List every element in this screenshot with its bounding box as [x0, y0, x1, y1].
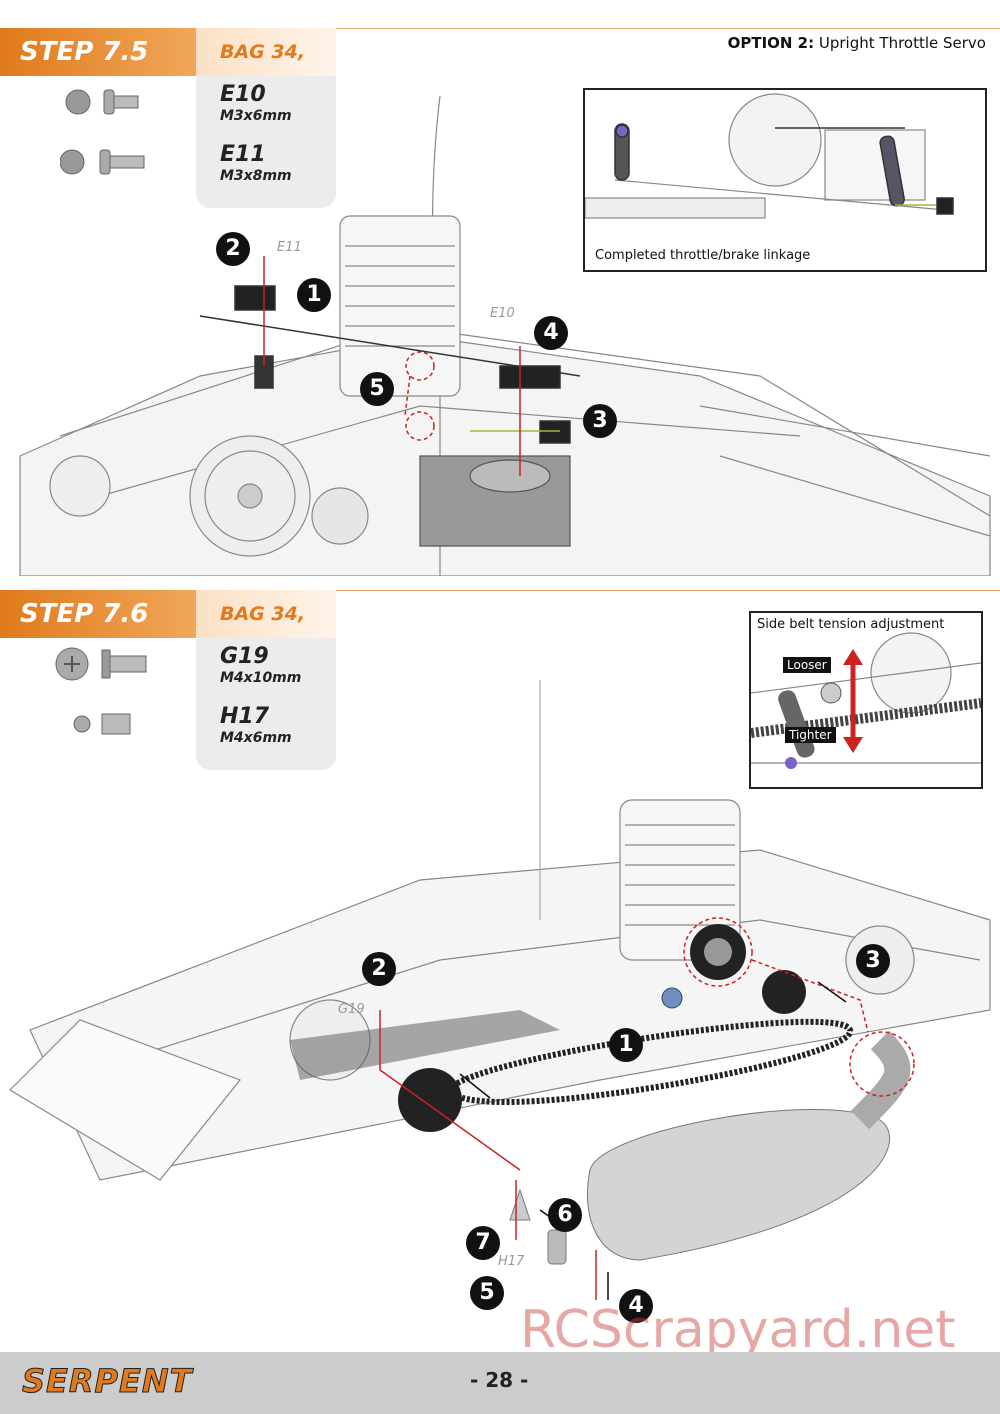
- callout-5: 5: [360, 372, 394, 406]
- part-tag: H17: [498, 1254, 525, 1269]
- hardware-size: M3x8mm: [220, 168, 292, 184]
- callout-4: 4: [619, 1289, 653, 1323]
- callout-4: 4: [534, 316, 568, 350]
- brand-logo: SERPENT: [21, 1362, 193, 1401]
- inset-caption: Completed throttle/brake linkage: [595, 248, 811, 263]
- hardware-code: E10: [220, 82, 266, 107]
- header-rule: [196, 28, 1000, 29]
- throttle-linkage-inset: Completed throttle/brake linkage: [583, 88, 987, 272]
- part-tag: E10: [490, 306, 515, 321]
- hardware-code: H17: [220, 704, 270, 729]
- inset-drawing: [751, 632, 981, 769]
- option-prefix: OPTION 2:: [727, 34, 815, 52]
- hardware-code: G19: [220, 644, 269, 669]
- looser-label: Looser: [783, 657, 831, 673]
- option-title: OPTION 2: Upright Throttle Servo: [728, 34, 986, 52]
- screw-icons: [55, 647, 147, 735]
- page-number: - 28 -: [470, 1368, 529, 1392]
- callout-5: 5: [470, 1276, 504, 1310]
- bag-label: BAG 34, G19: [196, 590, 336, 673]
- bag-label: BAG 34, G19: [196, 28, 336, 111]
- tighter-label: Tighter: [785, 727, 836, 743]
- callout-7: 7: [466, 1226, 500, 1260]
- step-title: STEP 7.5: [0, 28, 196, 76]
- chassis-drawing-exhaust: [9, 680, 991, 1300]
- hardware-size: M4x6mm: [220, 730, 292, 746]
- hardware-size: M4x10mm: [220, 670, 302, 686]
- hardware-size: M3x6mm: [220, 108, 292, 124]
- step-title: STEP 7.6: [0, 590, 196, 638]
- inset-title: Side belt tension adjustment: [757, 617, 945, 632]
- inset-drawing: [585, 93, 954, 219]
- part-tag: G19: [338, 1002, 365, 1017]
- callout-2: 2: [362, 952, 396, 986]
- callout-1: 1: [609, 1028, 643, 1062]
- screw-icons: [60, 89, 145, 175]
- belt-tension-inset: Side belt tension adjustment Looser Tigh…: [749, 611, 983, 789]
- header-rule: [196, 590, 1000, 591]
- hardware-box: G19 M4x10mm H17 M4x6mm: [196, 638, 336, 770]
- watermark: RCScrapyard.net: [520, 1300, 956, 1360]
- part-tag: E11: [277, 240, 302, 255]
- callout-2: 2: [216, 232, 250, 266]
- hardware-code: E11: [220, 142, 266, 167]
- footer: SERPENT - 28 -: [0, 1352, 1000, 1414]
- step-7-6-header: STEP 7.6 BAG 34, G19: [0, 590, 1000, 673]
- hardware-box: E10 M3x6mm E11 M3x8mm: [196, 76, 336, 208]
- callout-1: 1: [297, 278, 331, 312]
- chassis-drawing-throttle: [19, 95, 991, 576]
- callout-6: 6: [548, 1198, 582, 1232]
- option-text: Upright Throttle Servo: [814, 34, 986, 52]
- callout-3: 3: [856, 944, 890, 978]
- callout-3: 3: [583, 404, 617, 438]
